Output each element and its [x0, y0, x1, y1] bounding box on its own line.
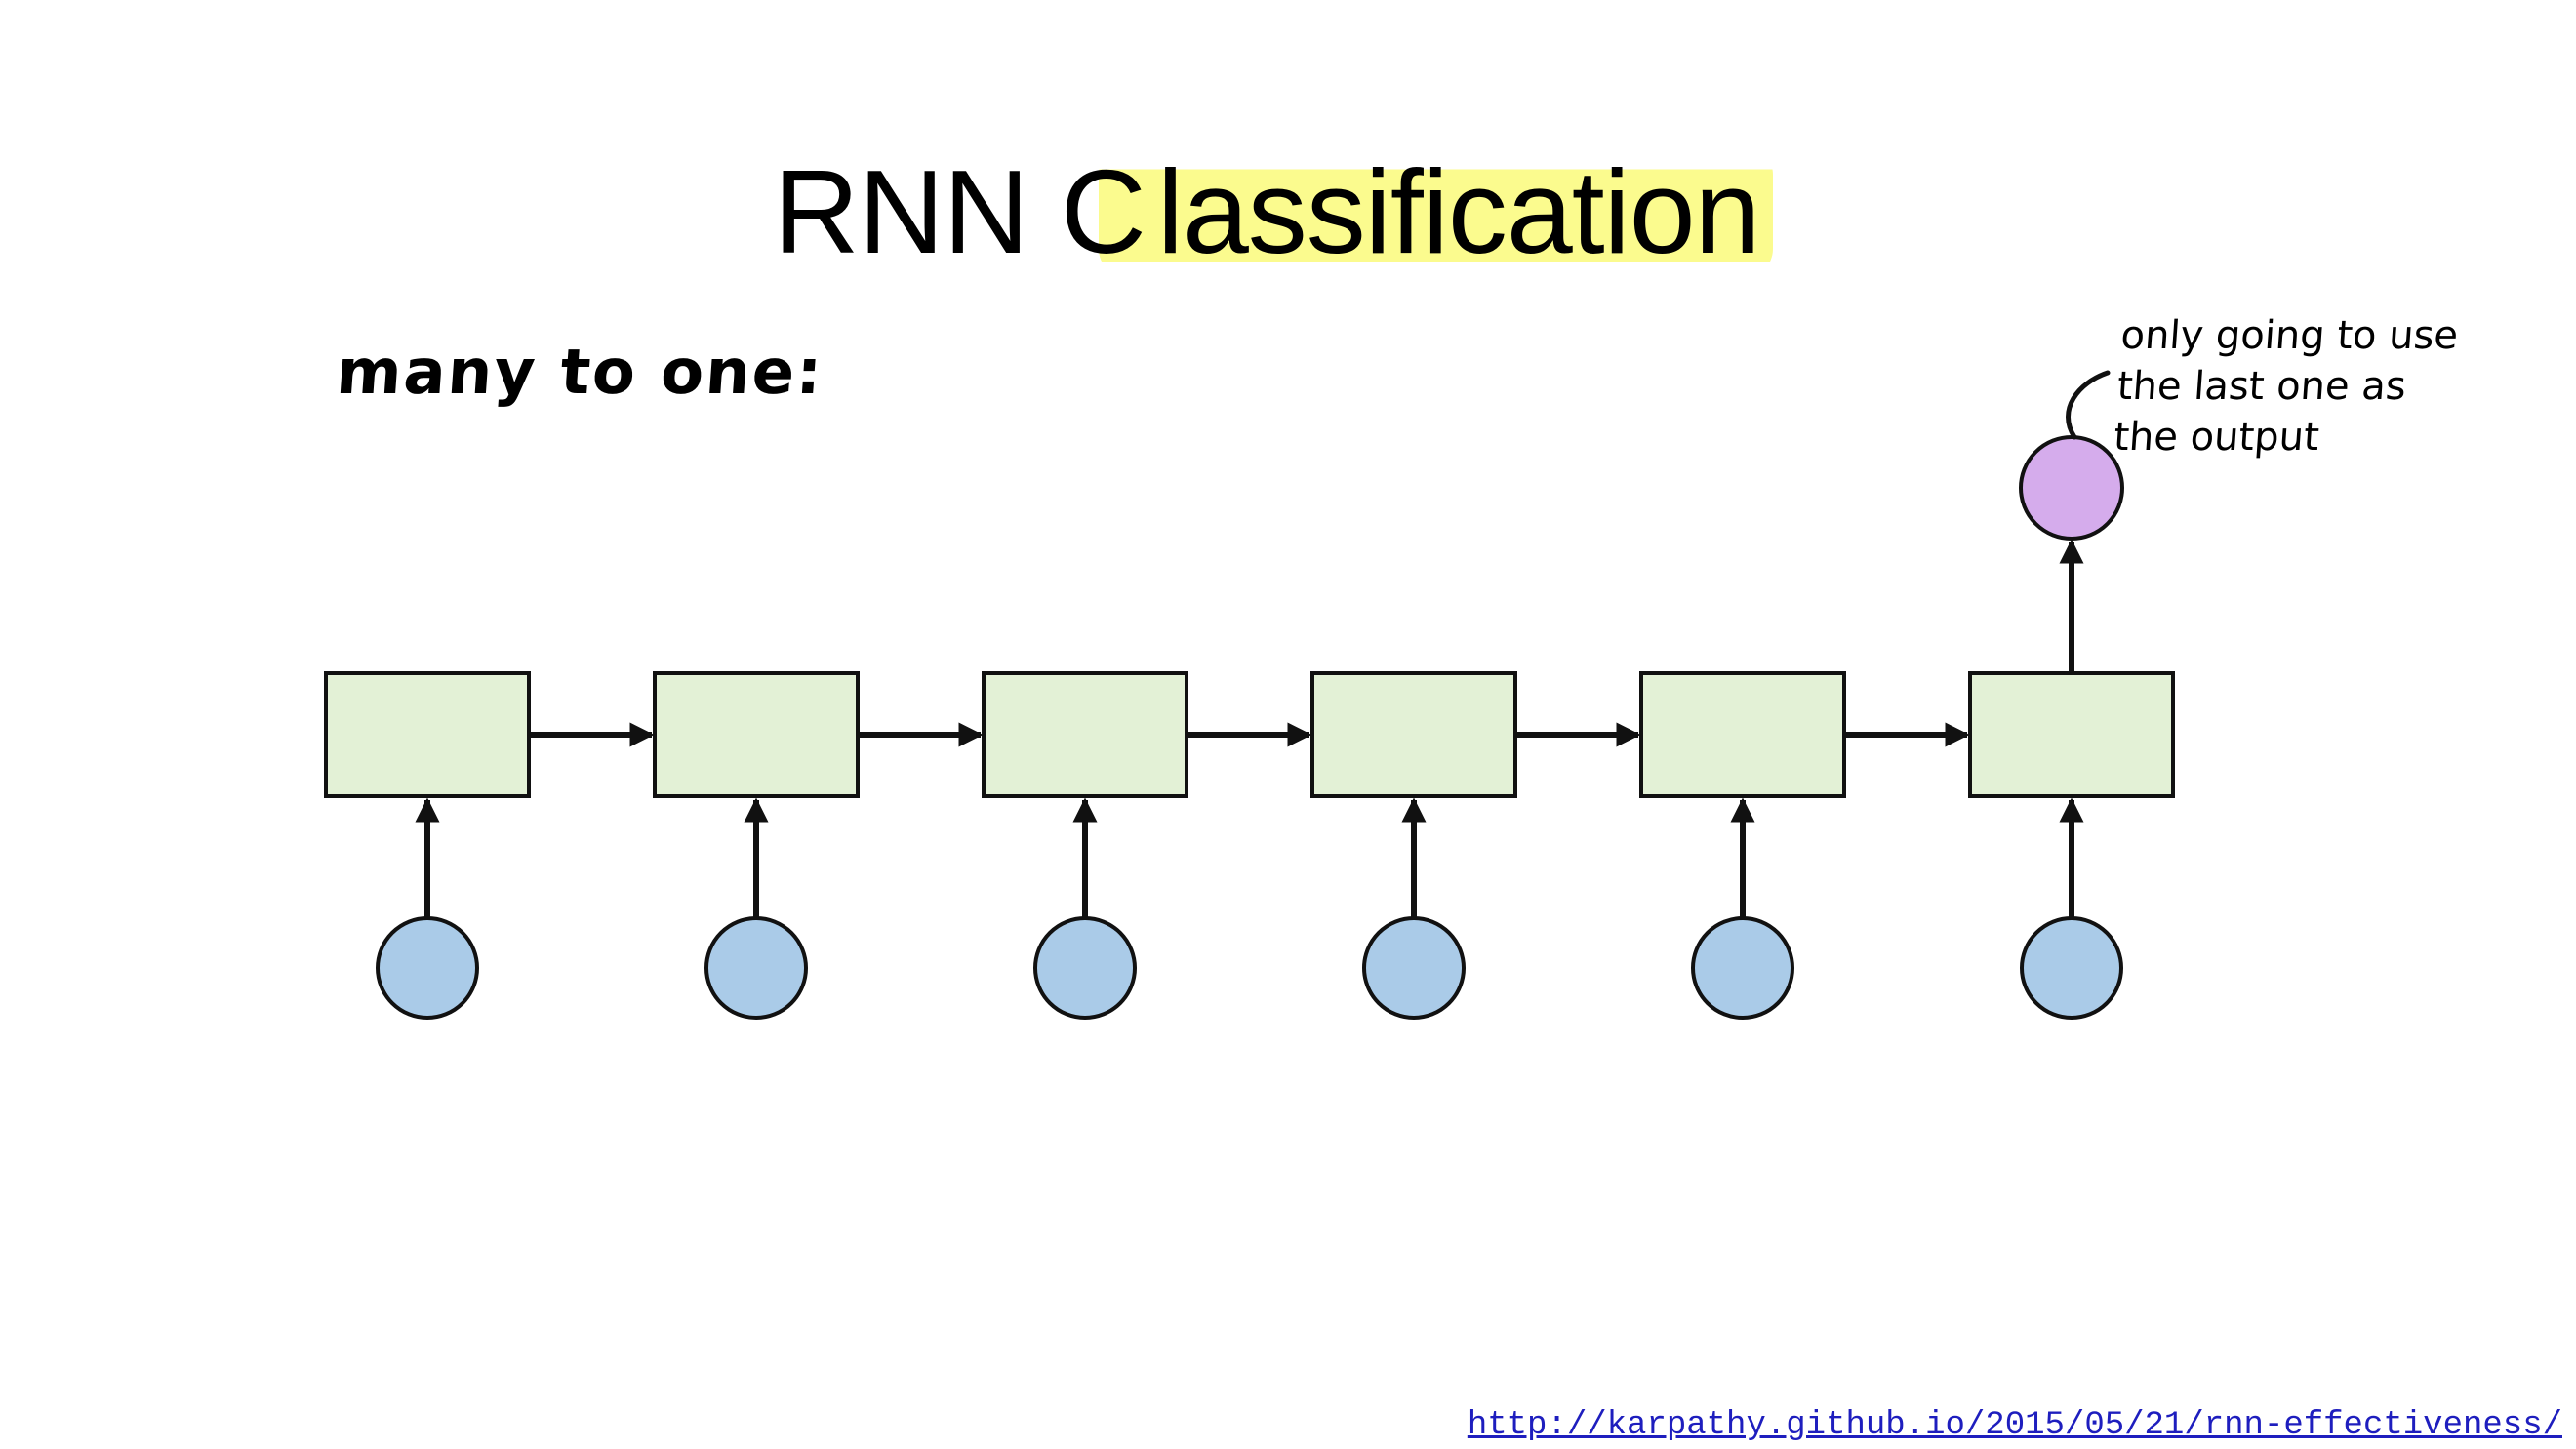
hidden-cell-3 — [982, 671, 1188, 798]
hidden-cell-4 — [1310, 671, 1517, 798]
input-node-5 — [1691, 916, 1794, 1020]
annotation-pointer — [2066, 370, 2111, 440]
input-node-4 — [1362, 916, 1466, 1020]
input-node-3 — [1033, 916, 1137, 1020]
input-node-6 — [2020, 916, 2123, 1020]
hidden-cell-6 — [1968, 671, 2175, 798]
output-node — [2019, 435, 2124, 541]
diagram-layer — [324, 435, 2175, 1020]
input-node-1 — [376, 916, 479, 1020]
hidden-cell-1 — [324, 671, 531, 798]
hidden-cell-5 — [1639, 671, 1846, 798]
input-node-2 — [704, 916, 808, 1020]
hidden-cell-2 — [653, 671, 860, 798]
source-link[interactable]: http://karpathy.github.io/2015/05/21/rnn… — [1467, 1407, 2562, 1444]
